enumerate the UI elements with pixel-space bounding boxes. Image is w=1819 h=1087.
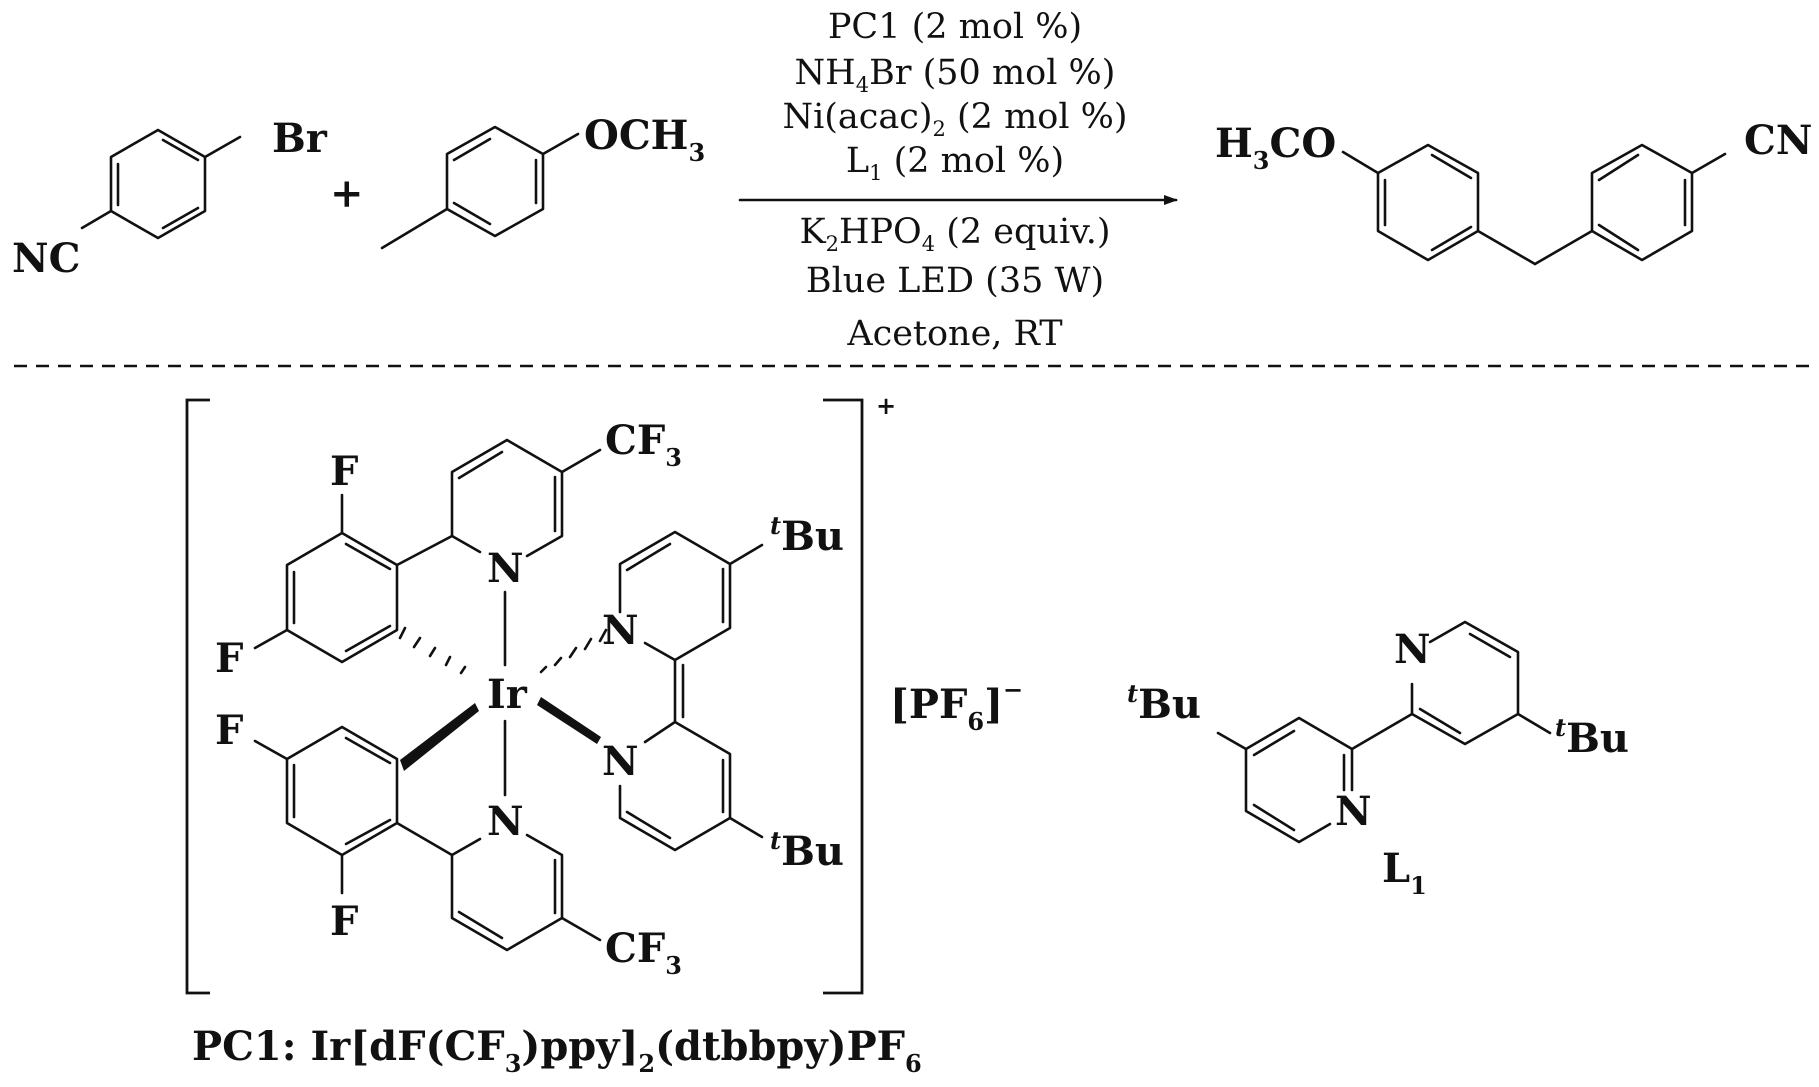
fluoro-label: F	[330, 898, 358, 945]
benzene-ring	[1590, 143, 1694, 262]
complex-charge: +	[876, 391, 896, 420]
benzene-ring	[109, 128, 207, 240]
ligand-n-label: N	[1335, 788, 1372, 835]
bipyridine-n-label: N	[602, 607, 639, 654]
condition-base: K2HPO4 (2 equiv.)	[799, 212, 1110, 256]
pyridine-n-label: N	[487, 545, 524, 592]
condition-light: Blue LED (35 W)	[806, 261, 1104, 301]
counterion-label: [PF6]−	[890, 675, 1023, 736]
wedge-bond-aryl	[400, 703, 479, 771]
methoxy-label: H3CO	[1215, 120, 1336, 175]
benzene-ring	[445, 125, 545, 238]
photocatalyst-complex: + F F N CF3 Ir	[185, 391, 1023, 1078]
methylene-bridge	[1476, 229, 1537, 266]
hashed-bond-aryl	[398, 626, 467, 675]
condition-nickel: Ni(acac)2 (2 mol %)	[782, 97, 1127, 141]
nitrile-label: CN	[1744, 117, 1812, 164]
product-diarylmethane: H3CO CN	[1215, 117, 1812, 266]
tert-butyl-label: tBu	[770, 511, 844, 560]
bracket-right	[823, 398, 864, 995]
iridium-label: Ir	[487, 671, 528, 718]
reactant-methylanisole: OCH3	[380, 112, 705, 250]
reactant-bromobenzonitrile: Br NC	[12, 115, 328, 282]
condition-photocatalyst: PC1 (2 mol %)	[828, 7, 1082, 47]
fluoro-label: F	[215, 707, 243, 754]
ligand-dtbbpy: N tBu N tBu L1	[1127, 620, 1629, 900]
nitrile-label: NC	[12, 235, 80, 282]
condition-ligand: L1 (2 mol %)	[846, 141, 1064, 185]
condition-ammonium-bromide: NH4Br (50 mol %)	[795, 53, 1116, 97]
bipyridine-n-label: N	[602, 738, 639, 785]
wedge-bond-bipyridine	[537, 697, 601, 744]
ligand-label: L1	[1382, 845, 1427, 900]
benzene-ring	[1376, 143, 1480, 262]
difluorophenyl-ring-bottom	[285, 725, 399, 857]
trifluoromethyl-label: CF3	[605, 925, 682, 980]
bromo-label: Br	[272, 115, 328, 162]
plus-sign: +	[330, 170, 364, 217]
reaction-conditions: PC1 (2 mol %) NH4Br (50 mol %) Ni(acac)2…	[738, 7, 1178, 354]
tert-butyl-label: tBu	[1555, 713, 1629, 762]
ligand-n-label: N	[1394, 626, 1431, 673]
pyridine-n-label: N	[487, 798, 524, 845]
bracket-left	[185, 398, 210, 995]
difluorophenyl-ring-top	[285, 531, 399, 664]
trifluoromethyl-label: CF3	[605, 417, 682, 472]
catalyst-caption: PC1: Ir[dF(CF3)ppy]2(dtbbpy)PF6	[192, 1023, 922, 1078]
tert-butyl-label: tBu	[770, 826, 844, 875]
methoxy-label: OCH3	[584, 112, 705, 167]
condition-solvent: Acetone, RT	[846, 314, 1062, 354]
hashed-bond-bipyridine	[539, 628, 608, 674]
fluoro-label: F	[330, 448, 358, 495]
fluoro-label: F	[215, 635, 243, 682]
tert-butyl-label: tBu	[1127, 679, 1201, 728]
